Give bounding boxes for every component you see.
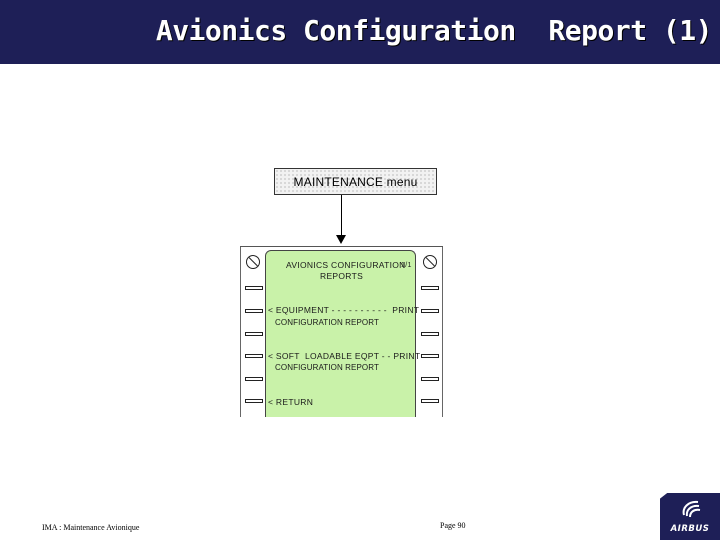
airbus-swirl-icon — [682, 500, 701, 518]
lsk-6l[interactable] — [245, 399, 263, 403]
lsk-3l[interactable] — [245, 332, 263, 336]
mcdu-frame-right-edge — [442, 247, 443, 417]
lsk-5r[interactable] — [421, 377, 439, 381]
soft-loadable-config-report-label: CONFIGURATION REPORT — [275, 363, 379, 372]
brightness-knob-left-icon[interactable] — [246, 255, 260, 269]
mcdu-frame-left-edge — [240, 247, 241, 417]
lsk-4l[interactable] — [245, 354, 263, 358]
title-bar: Avionics Configuration Report (1) — [0, 0, 720, 64]
slide-title: Avionics Configuration Report (1) — [155, 14, 713, 47]
arrow-down-icon — [336, 235, 346, 244]
maintenance-menu-box: MAINTENANCE menu — [274, 168, 437, 195]
lsk-1l[interactable] — [245, 286, 263, 290]
soft-loadable-print-line[interactable]: < SOFT LOADABLE EQPT - - PRINT — [268, 351, 421, 361]
screen-title-line1: AVIONICS CONFIGURATION — [286, 260, 406, 270]
lsk-4r[interactable] — [421, 354, 439, 358]
page-indicator: 1/1 — [401, 262, 412, 269]
mcdu-screen: AVIONICS CONFIGURATION 1/1 REPORTS < EQU… — [265, 250, 420, 417]
lsk-2r[interactable] — [421, 309, 439, 313]
maintenance-menu-label: MAINTENANCE menu — [293, 174, 418, 189]
mcdu-frame — [240, 246, 443, 417]
lsk-5l[interactable] — [245, 377, 263, 381]
connector-line — [341, 195, 342, 237]
lsk-1r[interactable] — [421, 286, 439, 290]
lsk-3r[interactable] — [421, 332, 439, 336]
screen-title-line2: REPORTS — [320, 271, 364, 281]
equipment-config-report-label: CONFIGURATION REPORT — [275, 318, 379, 327]
lsk-2l[interactable] — [245, 309, 263, 313]
airbus-logo-text: AIRBUS — [670, 524, 710, 534]
return-line[interactable]: < RETURN — [268, 397, 314, 407]
airbus-logo: AIRBUS — [660, 493, 720, 540]
equipment-print-line[interactable]: < EQUIPMENT - - - - - - - - - - PRINT — [268, 305, 420, 315]
footer-course-label: IMA : Maintenance Avionique — [42, 523, 140, 532]
brightness-knob-right-icon[interactable] — [423, 255, 437, 269]
lsk-6r[interactable] — [421, 399, 439, 403]
page-number: Page 90 — [440, 521, 466, 530]
